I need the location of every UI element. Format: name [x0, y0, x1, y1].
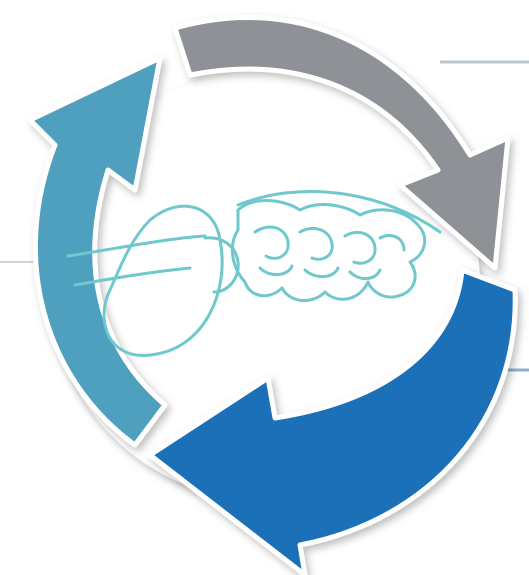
cycle-diagram [0, 0, 529, 575]
